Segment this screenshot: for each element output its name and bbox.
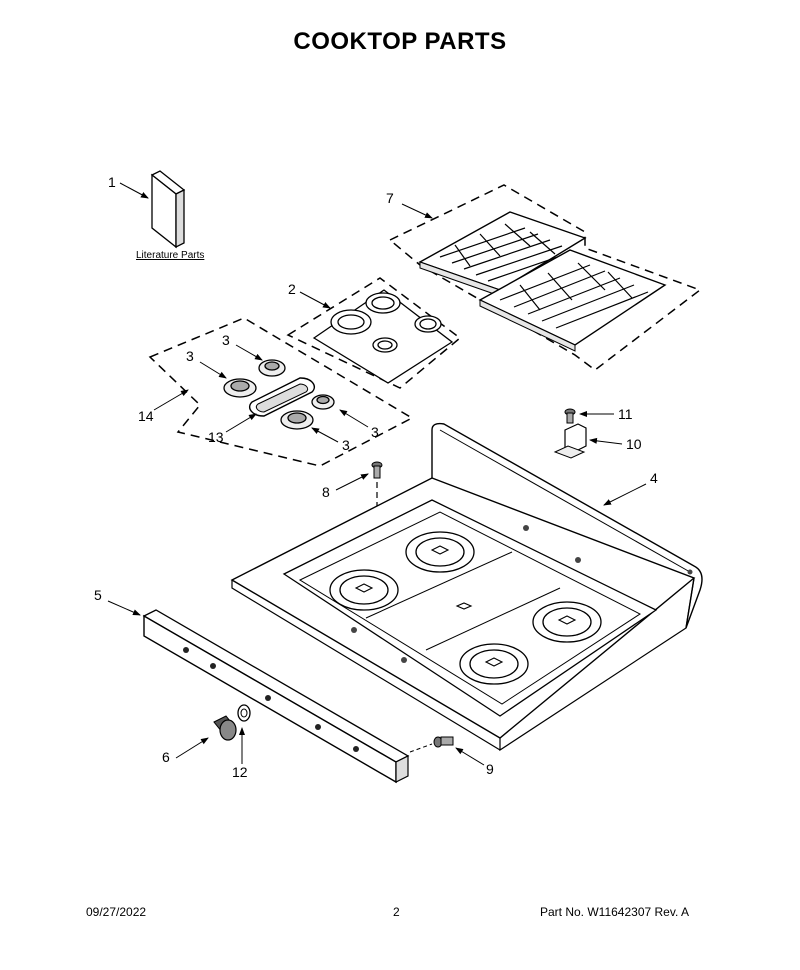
callout-8: 8 — [322, 484, 330, 500]
callout-12: 12 — [232, 764, 248, 780]
callout-3-b: 3 — [186, 348, 194, 364]
literature-parts-label: Literature Parts — [136, 250, 204, 261]
callout-5: 5 — [94, 587, 102, 603]
callout-9: 9 — [486, 761, 494, 777]
callout-13: 13 — [208, 429, 224, 445]
callout-6: 6 — [162, 749, 170, 765]
literature-book — [150, 170, 186, 249]
callout-4: 4 — [650, 470, 658, 486]
callout-11: 11 — [618, 406, 633, 422]
grates-group — [388, 184, 702, 371]
callout-1: 1 — [108, 174, 116, 190]
callout-10: 10 — [626, 436, 642, 452]
callout-2: 2 — [288, 281, 296, 297]
callout-3-a: 3 — [222, 332, 230, 348]
manifold-panel — [142, 609, 410, 784]
footer-part-number: Part No. W11642307 Rev. A — [540, 905, 689, 919]
callout-3-d: 3 — [342, 437, 350, 453]
callout-7: 7 — [386, 190, 394, 206]
footer-date: 09/27/2022 — [86, 905, 147, 919]
burner-kit-group — [148, 317, 414, 467]
burner-caps-group — [286, 277, 462, 389]
bracket — [553, 408, 587, 459]
screw-side — [409, 736, 454, 753]
callout-3-c: 3 — [371, 424, 379, 440]
callout-14: 14 — [138, 408, 154, 424]
burner-heads — [223, 359, 335, 430]
cooktop-main — [230, 422, 703, 752]
oval-burner — [248, 377, 316, 417]
knob — [213, 704, 251, 741]
footer-page-number: 2 — [393, 905, 400, 919]
page-title: COOKTOP PARTS — [293, 28, 507, 55]
